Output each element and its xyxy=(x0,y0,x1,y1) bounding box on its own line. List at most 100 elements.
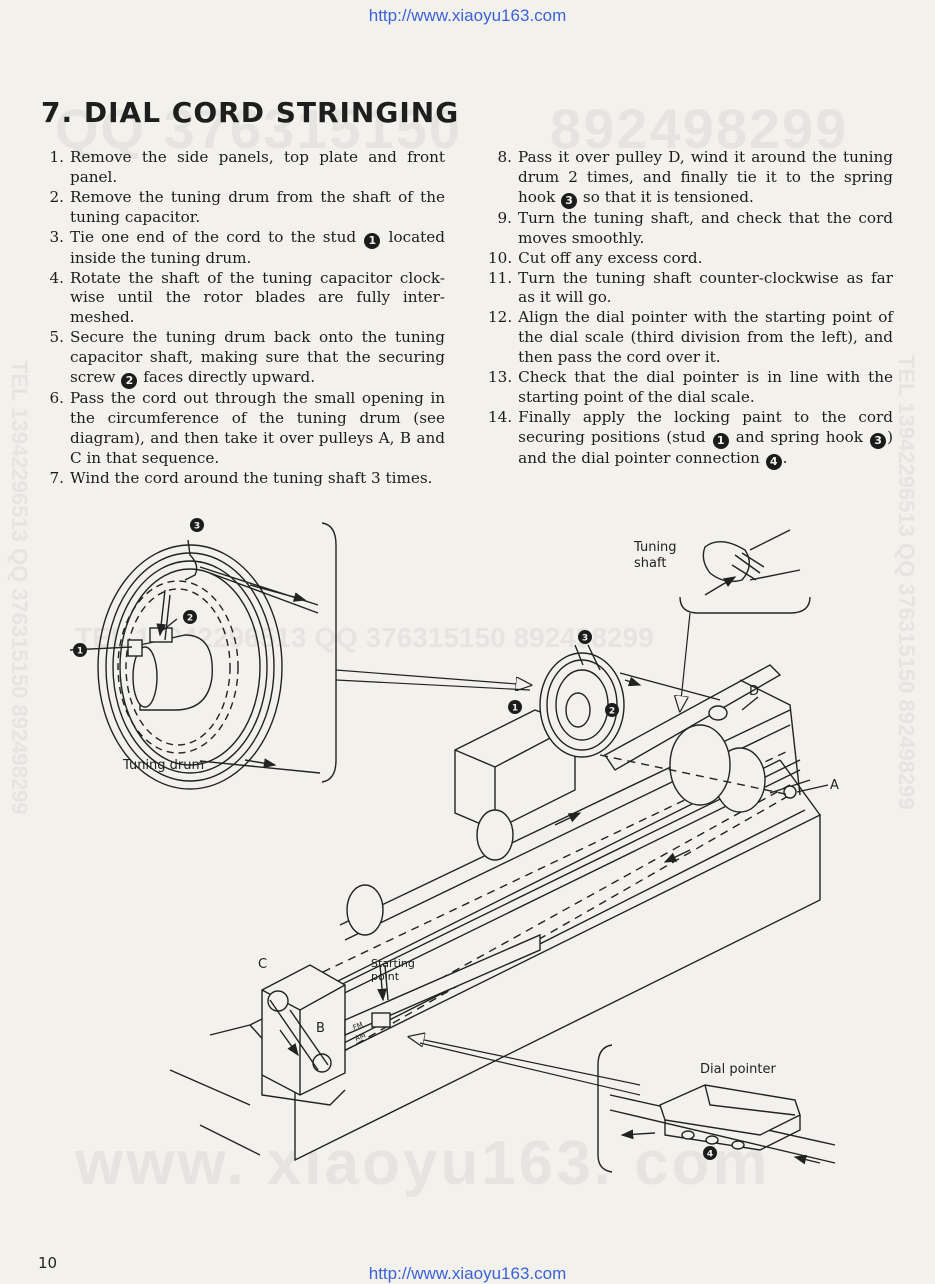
step-text: Rotate the shaft of the tuning capacitor… xyxy=(70,269,445,329)
step-item: 13. Check that the dial pointer is in lin… xyxy=(488,368,893,408)
label-scale-am: AM xyxy=(354,1031,367,1042)
marker-4: 4 xyxy=(707,1150,713,1160)
step-text: Wind the cord around the tuning shaft 3 … xyxy=(70,469,445,489)
step-number: 3. xyxy=(49,227,65,246)
step-item: 3. Tie one end of the cord to the stud 1 … xyxy=(40,227,446,269)
step-text: Pass it over pulley D, wind it around th… xyxy=(518,148,893,209)
step-number: 9. xyxy=(497,208,513,227)
step-number: 12. xyxy=(488,308,513,327)
label-tuning-shaft-1: Tuning xyxy=(633,540,677,555)
step-number: 8. xyxy=(497,148,513,166)
step-text-part: faces directly upward. xyxy=(138,368,316,387)
step-text: Cut off any excess cord. xyxy=(518,249,893,269)
watermark-url-bottom: http://www.xiaoyu163.com xyxy=(368,1264,567,1283)
step-text-part: so that it is tensioned. xyxy=(578,187,754,206)
step-number: 6. xyxy=(49,389,65,408)
step-text-part: and spring hook xyxy=(729,427,870,446)
label-pulley-a: A xyxy=(830,778,839,793)
watermark-url-top: http://www.xiaoyu163.com xyxy=(368,6,567,25)
step-text: Align the dial pointer with the starting… xyxy=(518,308,893,368)
tuning-drum-inset xyxy=(69,522,337,790)
section-title: 7. DIAL CORD STRINGING xyxy=(41,96,460,129)
step-text-part: Pass it over pulley D, wind it around th… xyxy=(518,148,893,206)
step-text: Tie one end of the cord to the stud 1 lo… xyxy=(70,228,445,269)
dial-cord-diagram: 3 2 1 3 1 2 4 Tuning drum Tuning shaft D… xyxy=(69,518,839,1173)
step-number: 4. xyxy=(49,268,65,287)
step-text: Pass the cord out through the small open… xyxy=(70,389,445,469)
step-item: 4. Rotate the shaft of the tuning capacit… xyxy=(40,268,446,329)
label-pulley-b: B xyxy=(316,1021,325,1036)
page-number: 10 xyxy=(38,1254,58,1272)
step-text-part: Check that the dial pointer is in line w… xyxy=(518,368,893,406)
step-text: Remove the side panels, top plate and fr… xyxy=(70,148,445,188)
step-text-part: Pass the cord out through the small open… xyxy=(70,389,445,467)
step-text: Turn the tuning shaft, and check that th… xyxy=(518,209,893,249)
label-starting-point-2: point xyxy=(371,970,400,983)
step-number: 11. xyxy=(488,268,513,287)
dial-pointer-inset xyxy=(597,1044,836,1173)
marker-3: 3 xyxy=(194,522,200,532)
marker-1: 1 xyxy=(77,647,83,657)
circled-number: 3 xyxy=(870,432,887,449)
label-tuning-shaft-2: shaft xyxy=(634,556,666,571)
label-tuning-drum: Tuning drum xyxy=(122,758,204,773)
step-item: 5. Secure the tuning drum back onto the t… xyxy=(40,328,445,390)
steps-list-left: 1. Remove the side panels, top plate and … xyxy=(40,148,446,489)
step-item: 1. Remove the side panels, top plate and … xyxy=(40,148,446,188)
step-item: 8. Pass it over pulley D, wind it around … xyxy=(488,148,893,209)
tuning-shaft-inset xyxy=(680,529,811,710)
label-scale-fm: FM xyxy=(352,1021,364,1032)
marker-2: 2 xyxy=(187,614,193,624)
step-text: Finally apply the locking paint to the c… xyxy=(518,408,893,470)
steps-list-right: 8. Pass it over pulley D, wind it around … xyxy=(488,148,893,470)
step-item: 10. Cut off any excess cord. xyxy=(488,249,893,269)
circled-number: 2 xyxy=(121,373,138,390)
step-text-part: . xyxy=(782,448,788,467)
step-item: 9. Turn the tuning shaft, and check that … xyxy=(488,208,894,249)
step-text-part: Rotate the shaft of the tuning capacitor… xyxy=(70,268,445,327)
step-item: 12. Align the dial pointer with the start… xyxy=(488,308,893,368)
label-dial-pointer: Dial pointer xyxy=(700,1062,776,1077)
chassis xyxy=(169,644,829,1162)
circled-number: 3 xyxy=(561,192,578,209)
step-text-part: Secure the tuning drum back onto the tun… xyxy=(70,328,445,387)
step-number: 10. xyxy=(488,248,513,267)
step-text-part: Cut off any excess cord. xyxy=(518,248,703,267)
step-item: 6. Pass the cord out through the small op… xyxy=(40,389,446,469)
step-text-part: Wind the cord around the tuning shaft 3 … xyxy=(70,468,433,487)
step-text-part: located inside the tuning drum. xyxy=(70,227,445,267)
label-pulley-c: C xyxy=(258,957,267,972)
step-text-part: Tie one end of the cord to the stud xyxy=(70,227,364,246)
step-text-part: Align the dial pointer with the starting… xyxy=(518,308,893,367)
circled-number: 1 xyxy=(364,232,381,249)
step-text-part: Turn the tuning shaft, and check that th… xyxy=(518,208,893,247)
step-item: 14.Finally apply the locking paint to th… xyxy=(488,408,893,470)
step-number: 7. xyxy=(49,468,65,487)
step-text-part: Turn the tuning shaft counter-clockwise … xyxy=(518,268,893,307)
step-item: 11. Turn the tuning shaft counter-clockwi… xyxy=(488,269,893,309)
watermark-qq: QQ 376315150 xyxy=(55,97,462,160)
marker-3-chassis: 3 xyxy=(582,634,588,644)
step-number: 13. xyxy=(488,368,513,387)
step-text-part: Finally apply the locking paint to the c… xyxy=(518,407,893,446)
step-text: Secure the tuning drum back onto the tun… xyxy=(70,328,445,390)
step-item: 2. Remove the tuning drum from the shaft … xyxy=(40,187,446,228)
step-number: 1. xyxy=(49,148,65,166)
step-number: 2. xyxy=(49,187,65,206)
step-text: Check that the dial pointer is in line w… xyxy=(518,368,893,408)
step-number: 5. xyxy=(49,328,65,347)
marker-2-chassis: 2 xyxy=(609,707,615,717)
step-item: 7. Wind the cord around the tuning shaft … xyxy=(40,469,445,489)
label-pulley-d: D xyxy=(749,684,759,699)
step-text: Remove the tuning drum from the shaft of… xyxy=(70,188,445,228)
circled-number: 4 xyxy=(765,453,782,470)
step-text-part: Remove the side panels, top plate and fr… xyxy=(70,148,445,186)
marker-1-chassis: 1 xyxy=(512,704,518,714)
step-number: 14. xyxy=(488,407,513,426)
step-text-part: Remove the tuning drum from the shaft of… xyxy=(70,187,445,226)
step-text: Turn the tuning shaft counter-clockwise … xyxy=(518,269,893,309)
circled-number: 1 xyxy=(712,432,729,449)
step-text-part: ) and the dial pointer connection xyxy=(518,427,894,467)
label-starting-point-1: Starting xyxy=(371,957,415,970)
watermark-qq2: 892498299 xyxy=(550,97,849,160)
